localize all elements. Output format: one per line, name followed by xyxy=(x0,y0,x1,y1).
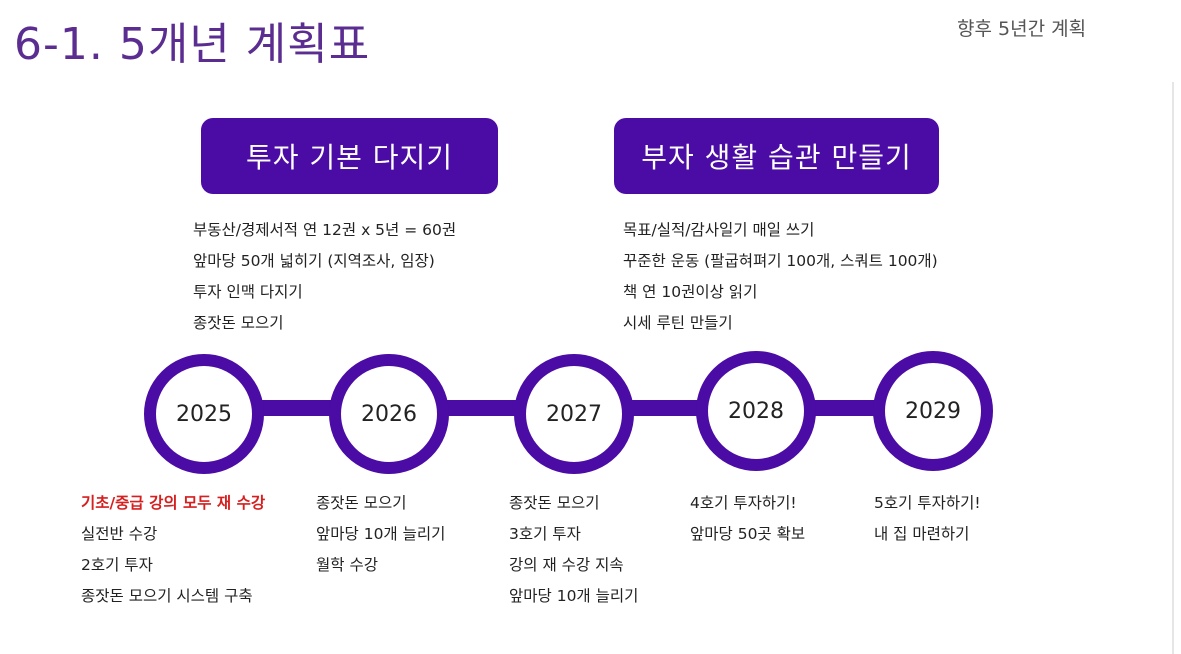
list-item: 내 집 마련하기 xyxy=(874,525,970,543)
page-title: 6-1. 5개년 계획표 xyxy=(14,19,371,70)
investment-basics-list: 부동산/경제서적 연 12권 x 5년 = 60권 앞마당 50개 넓히기 (지… xyxy=(193,218,456,342)
page-edge-divider xyxy=(1172,82,1174,654)
list-item: 4호기 투자하기! xyxy=(690,494,797,512)
timeline-node-2028: 2028 xyxy=(696,351,816,471)
list-item: 2호기 투자 xyxy=(81,556,153,574)
plan-list-2027: 종잣돈 모으기 3호기 투자 강의 재 수강 지속 앞마당 10개 늘리기 xyxy=(509,491,638,615)
list-item: 강의 재 수강 지속 xyxy=(509,556,624,574)
year-label: 2025 xyxy=(176,401,232,427)
timeline-node-2026: 2026 xyxy=(329,354,449,474)
list-item: 앞마당 10개 늘리기 xyxy=(509,587,639,605)
list-item: 부동산/경제서적 연 12권 x 5년 = 60권 xyxy=(193,221,457,239)
list-item: 종잣돈 모으기 xyxy=(509,494,600,512)
list-item-highlight: 기초/중급 강의 모두 재 수강 xyxy=(81,494,266,512)
list-item: 5호기 투자하기! xyxy=(874,494,981,512)
banner-wealth-habits: 부자 생활 습관 만들기 xyxy=(614,118,939,194)
year-label: 2028 xyxy=(728,398,784,424)
year-label: 2027 xyxy=(546,401,602,427)
timeline-node-2027: 2027 xyxy=(514,354,634,474)
year-label: 2029 xyxy=(905,398,961,424)
list-item: 종잣돈 모으기 xyxy=(193,314,284,332)
list-item: 종잣돈 모으기 시스템 구축 xyxy=(81,587,253,605)
list-item: 앞마당 50개 넓히기 (지역조사, 임장) xyxy=(193,252,435,270)
banner-investment-basics: 투자 기본 다지기 xyxy=(201,118,498,194)
list-item: 책 연 10권이상 읽기 xyxy=(623,283,758,301)
wealth-habits-list: 목표/실적/감사일기 매일 쓰기 꾸준한 운동 (팔굽혀펴기 100개, 스쿼트… xyxy=(623,218,938,342)
list-item: 앞마당 50곳 확보 xyxy=(690,525,806,543)
list-item: 실전반 수강 xyxy=(81,525,158,543)
list-item: 앞마당 10개 늘리기 xyxy=(316,525,446,543)
timeline-node-2025: 2025 xyxy=(144,354,264,474)
list-item: 월학 수강 xyxy=(316,556,378,574)
list-item: 시세 루틴 만들기 xyxy=(623,314,733,332)
timeline-node-2029: 2029 xyxy=(873,351,993,471)
list-item: 3호기 투자 xyxy=(509,525,581,543)
list-item: 목표/실적/감사일기 매일 쓰기 xyxy=(623,221,815,239)
list-item: 꾸준한 운동 (팔굽혀펴기 100개, 스쿼트 100개) xyxy=(623,252,938,270)
list-item: 투자 인맥 다지기 xyxy=(193,283,303,301)
plan-list-2028: 4호기 투자하기! 앞마당 50곳 확보 xyxy=(690,491,805,553)
year-label: 2026 xyxy=(361,401,417,427)
plan-list-2026: 종잣돈 모으기 앞마당 10개 늘리기 월학 수강 xyxy=(316,491,445,584)
page-subtitle: 향후 5년간 계획 xyxy=(957,18,1087,40)
plan-list-2029: 5호기 투자하기! 내 집 마련하기 xyxy=(874,491,981,553)
list-item: 종잣돈 모으기 xyxy=(316,494,407,512)
plan-list-2025: 기초/중급 강의 모두 재 수강 실전반 수강 2호기 투자 종잣돈 모으기 시… xyxy=(81,491,265,615)
